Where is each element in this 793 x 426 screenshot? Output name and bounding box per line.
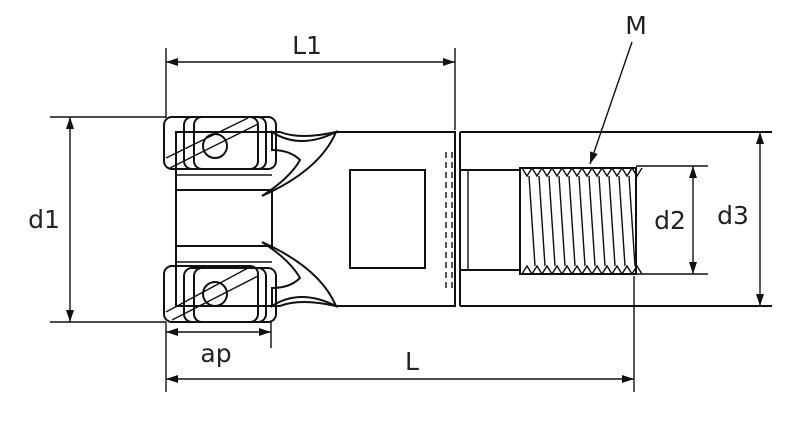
ap-label: ap xyxy=(200,339,231,368)
M-label: M xyxy=(625,11,647,40)
insert-upper-edge2 xyxy=(169,123,259,169)
dimension-L: L xyxy=(165,276,635,392)
d1-label: d1 xyxy=(28,205,60,234)
thread xyxy=(519,166,643,276)
dimension-d3: d3 xyxy=(717,132,764,306)
insert-lower-face xyxy=(163,265,259,323)
insert-lower[interactable] xyxy=(163,265,277,323)
thread-core xyxy=(519,167,637,275)
insert-upper[interactable] xyxy=(163,116,277,170)
thread-crest-top xyxy=(521,166,643,178)
chip-flute-upper xyxy=(261,129,338,197)
insert-lower-screw[interactable] xyxy=(202,281,228,307)
insert-lower-edge1 xyxy=(165,267,249,313)
thread-flank xyxy=(548,175,556,267)
shank-hidden-edge xyxy=(445,152,453,288)
dimension-ap: ap xyxy=(166,322,272,368)
d3-label: d3 xyxy=(717,201,749,230)
thread-flank xyxy=(538,175,546,267)
wrench-flat xyxy=(349,169,426,269)
center-slot xyxy=(175,189,273,247)
thread-flank xyxy=(578,175,586,267)
thread-flank xyxy=(628,175,636,267)
L-label: L xyxy=(405,347,419,376)
thread-flank xyxy=(598,175,606,267)
thread-flank xyxy=(568,175,576,267)
dimension-d1: d1 xyxy=(28,116,166,323)
M-leader xyxy=(589,41,633,165)
dimension-L1: L1 xyxy=(165,31,456,130)
d2-label: d2 xyxy=(654,206,686,235)
neck xyxy=(459,169,523,271)
chip-flute-lower xyxy=(261,241,338,309)
thread-teeth xyxy=(521,166,643,276)
thread-crest-bottom xyxy=(521,264,643,276)
insert-upper-face xyxy=(163,116,259,170)
thread-flank xyxy=(608,175,616,267)
insert-upper-screw[interactable] xyxy=(202,133,228,159)
thread-flank xyxy=(528,175,536,267)
shank xyxy=(459,131,772,307)
dimension-d2: d2 xyxy=(636,165,708,275)
thread-flank xyxy=(618,175,626,267)
insert-lower-edge2 xyxy=(171,275,259,321)
L1-label: L1 xyxy=(292,31,322,60)
dimension-M: M xyxy=(589,11,647,165)
cutter-head xyxy=(175,129,456,309)
thread-flank xyxy=(558,175,566,267)
thread-flank xyxy=(588,175,596,267)
